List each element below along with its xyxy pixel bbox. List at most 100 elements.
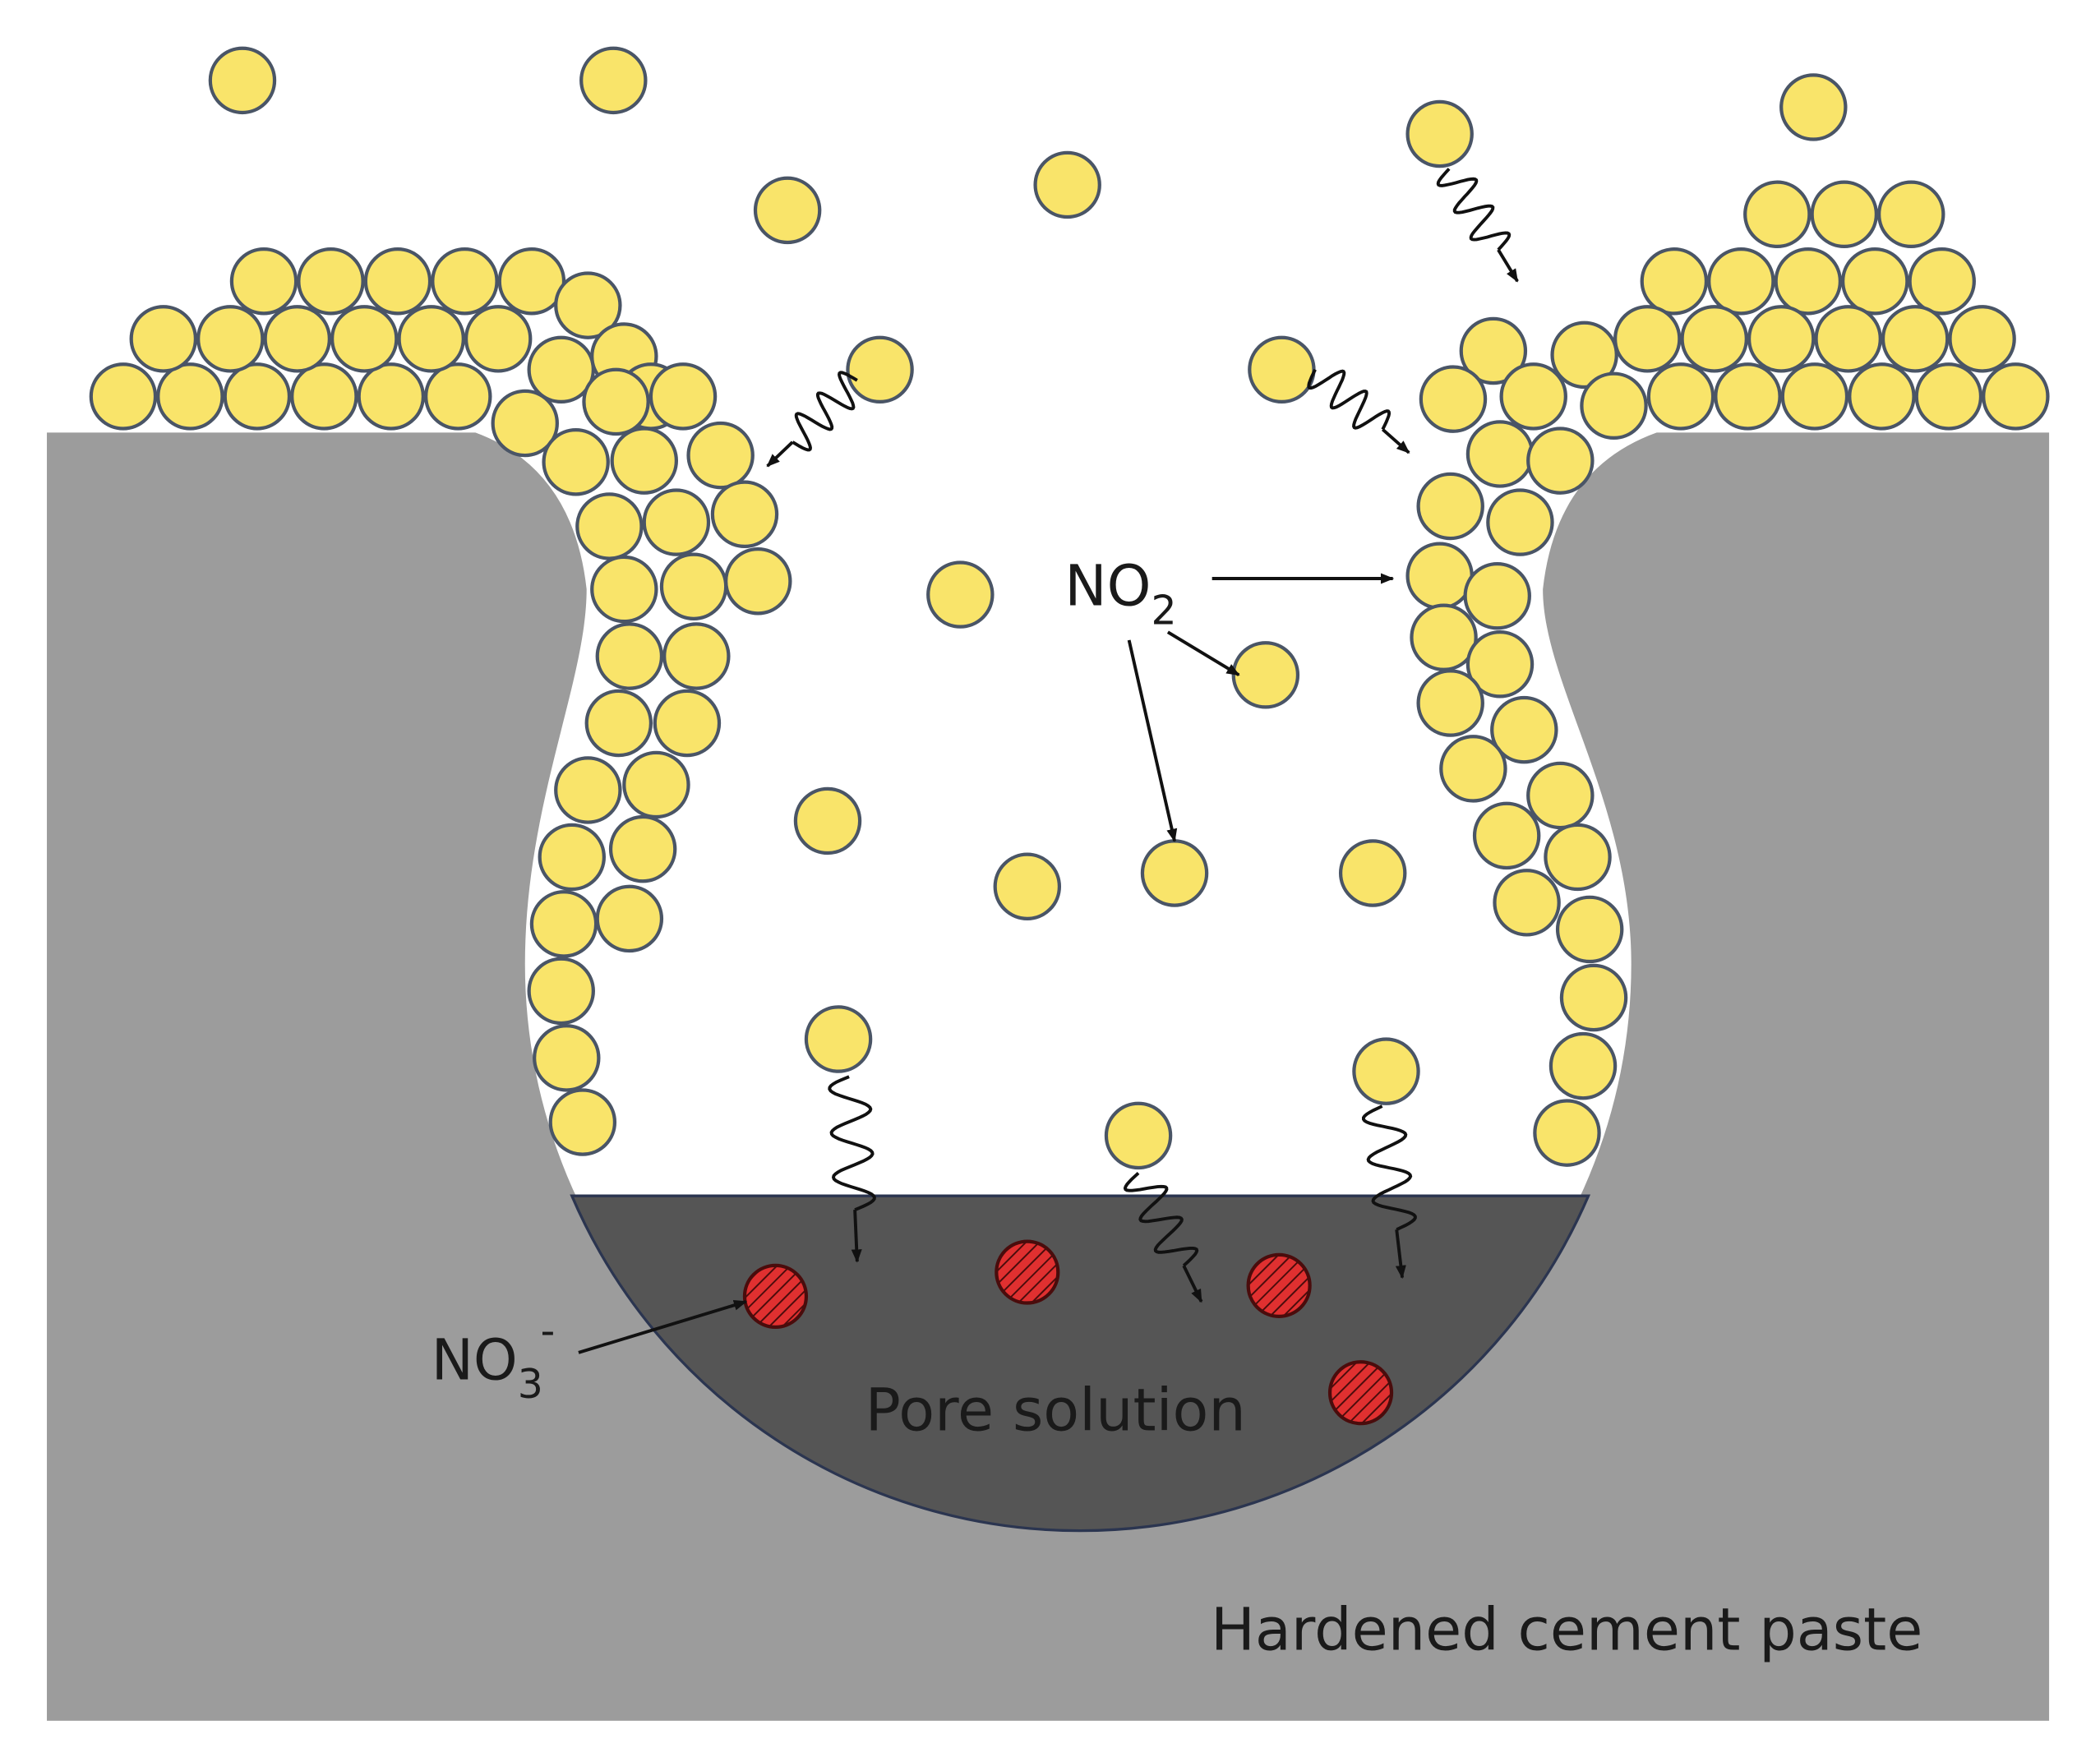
no2-particle [662, 622, 731, 690]
diffusion-arrow [766, 440, 794, 468]
no2-particle [1338, 839, 1407, 907]
no2-particle [1680, 305, 1748, 373]
no2-particle [653, 689, 722, 758]
no2-particle [1774, 247, 1843, 316]
no3-ion [1246, 1252, 1312, 1318]
no2-particle [1646, 362, 1715, 431]
no2-particle [648, 362, 718, 431]
no2-particle [1465, 420, 1535, 488]
no2-particle [1526, 427, 1595, 495]
no2-particle [1499, 362, 1567, 431]
diffusion-arrow [1381, 428, 1410, 454]
no3-ion [995, 1239, 1060, 1305]
no2-particle [1613, 305, 1682, 373]
diffusion-arrow [1395, 1229, 1406, 1280]
no2-particle [397, 305, 465, 373]
no2-particle [89, 362, 158, 431]
no2-particle [1780, 362, 1849, 431]
pore-solution-region [570, 1194, 1591, 1533]
no2-particle [1486, 488, 1554, 556]
no2-particle [993, 852, 1062, 921]
no2-particle [1881, 305, 1950, 373]
no2-particle [1463, 561, 1531, 630]
no2-particles [89, 46, 2050, 1170]
no2-particle [554, 271, 622, 339]
no2-particle [1472, 801, 1541, 870]
no2-particle [642, 488, 711, 556]
no2-particle [1465, 630, 1535, 699]
no2-particle [1707, 247, 1775, 316]
no2-particle [1914, 362, 1983, 431]
label-arrows [578, 573, 1395, 1354]
no2-particle [1877, 180, 1945, 249]
no2-particle [622, 750, 690, 819]
no2-particle [926, 560, 995, 629]
no2-particle [538, 823, 607, 892]
no2-particle [491, 389, 559, 458]
no2-particle [608, 814, 677, 883]
no2-particle [793, 786, 862, 855]
no2-particle [542, 428, 610, 496]
no2-particle [804, 1005, 873, 1073]
no2-particle [533, 1024, 601, 1092]
no2-particle [196, 305, 265, 373]
no2-particle [595, 622, 664, 690]
diffusion-wave [792, 371, 858, 452]
no2-particle [590, 555, 658, 624]
no2-particle [527, 957, 595, 1026]
no2-particle [1544, 823, 1612, 892]
no2-particle [1104, 1101, 1173, 1170]
no2-particle [263, 305, 331, 373]
no2-particle [1248, 335, 1316, 404]
no2-particle [129, 305, 198, 373]
no2-particle [1548, 1031, 1618, 1100]
no2-particle [1640, 247, 1709, 316]
no2-particle [1555, 895, 1624, 964]
no2-particle [208, 46, 277, 115]
no3-ion [742, 1263, 809, 1329]
no3-arrow [578, 1299, 748, 1354]
diffusion-wave [1362, 1104, 1417, 1232]
no2-particle [363, 247, 432, 316]
no2-particle [554, 756, 622, 824]
no2-particle [1533, 1099, 1601, 1167]
no2-particle [497, 247, 566, 316]
no2-particle [1416, 669, 1484, 737]
no2-particle [1948, 305, 2016, 373]
no2-particle [229, 247, 298, 316]
no2-particle [846, 335, 914, 404]
no2-particle [464, 305, 533, 373]
no2-particle [753, 176, 822, 245]
no2-particle [584, 689, 653, 758]
no2-arrow-down [1127, 639, 1178, 842]
no2-particle [424, 362, 492, 431]
no2-particle [1416, 472, 1484, 541]
no2-particle [686, 421, 755, 490]
diffusion-wave [1307, 368, 1392, 431]
no2-particle [431, 247, 499, 316]
diffusion-wave [828, 1075, 876, 1211]
no2-particle [582, 367, 650, 436]
no2-particle [1459, 316, 1528, 385]
no2-particle [1550, 321, 1618, 390]
no2-particle [1526, 761, 1595, 830]
no2-particle [610, 427, 678, 495]
no2-particle [1419, 365, 1488, 433]
no2-particle [1810, 180, 1878, 249]
no3-label-sup: - [541, 1307, 556, 1354]
no2-particle [1747, 305, 1816, 373]
no2-particle [1140, 839, 1209, 907]
no2-particle [1033, 150, 1101, 219]
no2-particle [1714, 362, 1782, 431]
no2-particle [579, 46, 648, 115]
no2-particle [1982, 362, 2050, 431]
no2-particle [1908, 247, 1976, 316]
no2-particle [575, 492, 644, 560]
no2-label-sub: 2 [1151, 587, 1176, 634]
hardened-cement-paste-label: Hardened cement paste [1211, 1595, 1922, 1664]
no2-particle [223, 362, 292, 431]
no2-particle [1848, 362, 1916, 431]
no2-particle [156, 362, 224, 431]
no2-label: NO2 [1064, 554, 1176, 634]
